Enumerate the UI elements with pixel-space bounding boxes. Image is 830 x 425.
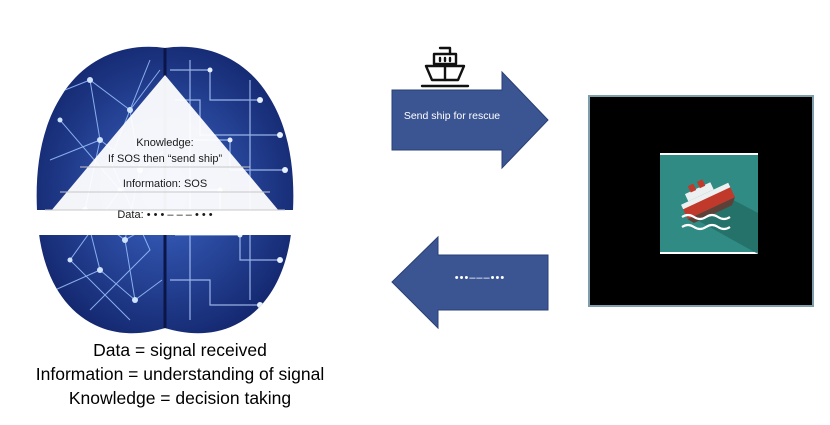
caption: Data = signal received Information = und… [0, 338, 360, 410]
pyramid-information-label: Information: SOS [122, 178, 208, 190]
pyramid-knowledge-rule: If SOS then “send ship” [107, 153, 223, 165]
caption-line-knowledge: Knowledge = decision taking [68, 388, 292, 408]
arrow-left-label: •••–––••• [454, 272, 506, 284]
caption-line-data: Data = signal received [93, 340, 267, 360]
ship-icon [420, 46, 470, 88]
caption-line-information: Information = understanding of signal [35, 364, 325, 384]
pyramid-data-label: Data: • • • – – – • • • [117, 209, 213, 221]
knowledge-pyramid [35, 75, 295, 235]
pyramid-knowledge-label: Knowledge: [136, 137, 194, 149]
brain-circuit-icon [35, 46, 295, 334]
sinking-ship-icon [660, 153, 758, 254]
arrow-left-signal [391, 235, 549, 330]
arrow-right-send-ship [391, 70, 549, 170]
arrow-right-label: Send ship for rescue [403, 110, 501, 122]
